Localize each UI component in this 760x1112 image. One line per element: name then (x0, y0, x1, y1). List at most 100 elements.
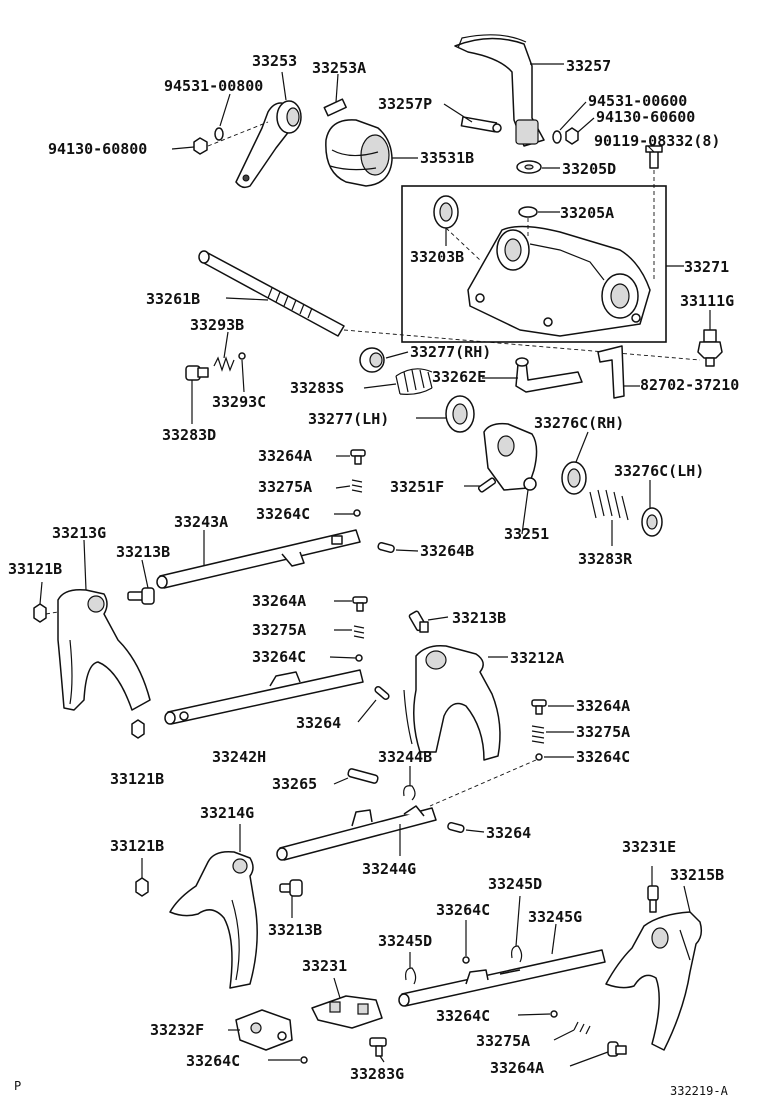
label-33244G: 33244G (362, 860, 416, 878)
label-33275A-4: 33275A (476, 1032, 530, 1050)
label-33213B-1: 33213B (116, 543, 170, 561)
label-33275A-3: 33275A (576, 723, 630, 741)
spring-33275A-1 (351, 479, 363, 493)
pin-33264-2 (447, 821, 465, 834)
label-33264A-4: 33264A (490, 1059, 544, 1077)
pin-33264-1 (374, 686, 390, 700)
plug-33264A-2 (352, 596, 368, 612)
label-33264-2: 33264 (486, 824, 531, 842)
label-33262E: 33262E (432, 368, 486, 386)
label-33245G: 33245G (528, 908, 582, 926)
label-33283S: 33283S (290, 379, 344, 397)
washer-94531-00600 (552, 130, 562, 144)
label-94531-00800: 94531-00800 (164, 77, 263, 95)
leader-lines (39, 63, 711, 1067)
bushing-33277RH (359, 347, 385, 373)
washer-33205D (516, 160, 542, 174)
label-33271: 33271 (684, 258, 729, 276)
spring-33293B (213, 356, 235, 372)
nut-33121B-2 (131, 719, 145, 739)
block-33232F (235, 1009, 293, 1051)
label-33293B: 33293B (190, 316, 244, 334)
boot-33531B (325, 119, 393, 187)
label-33251F: 33251F (390, 478, 444, 496)
ball-33264C-4 (462, 956, 470, 964)
shaft-33242H (164, 669, 364, 725)
label-33243A: 33243A (174, 513, 228, 531)
pin-33264B (377, 541, 395, 554)
label-33264B: 33264B (420, 542, 474, 560)
bushing-33277LH (445, 395, 475, 433)
label-33293C: 33293C (212, 393, 266, 411)
pin-33265 (347, 768, 379, 784)
spring-33275A-4 (573, 1021, 591, 1035)
nut-94130-60800 (193, 137, 208, 155)
clip-33245D-2 (405, 967, 417, 985)
bushing-33205A (518, 206, 538, 218)
fork-33215B (605, 911, 703, 1051)
figure-code: 332219-A (670, 1084, 729, 1098)
label-33277RH: 33277(RH) (410, 343, 491, 361)
label-33276C-LH: 33276C(LH) (614, 462, 704, 480)
label-33253A: 33253A (312, 59, 366, 77)
label-33231: 33231 (302, 957, 347, 975)
plug-33264A-4 (607, 1041, 627, 1057)
label-33257P: 33257P (378, 95, 432, 113)
fork-33213G (57, 588, 151, 711)
fork-33212A (403, 644, 501, 761)
bushing-33276C-LH (641, 507, 663, 537)
plug-33264A-1 (350, 449, 366, 465)
block-33231 (311, 995, 383, 1029)
pin-33251F (477, 477, 497, 493)
label-33283R: 33283R (578, 550, 633, 568)
bolt-33213B-3 (279, 879, 303, 897)
label-33283G: 33283G (350, 1065, 404, 1083)
clip-33244B (403, 785, 416, 801)
shaft-33261B (198, 250, 345, 337)
ball-33264C-5 (550, 1010, 558, 1018)
label-94130-60800: 94130-60800 (48, 140, 147, 158)
plug-33283D (185, 365, 209, 381)
bolt-33213B-2 (408, 610, 429, 633)
label-33213B-3: 33213B (268, 921, 322, 939)
label-33111G: 33111G (680, 292, 734, 310)
ball-33264C-2 (355, 654, 363, 662)
label-94130-60600: 94130-60600 (596, 108, 695, 126)
label-33213B-2: 33213B (452, 609, 506, 627)
bracket-82702-37210 (597, 345, 625, 399)
label-33261B: 33261B (146, 290, 200, 308)
seal-33203B (433, 195, 459, 229)
label-33245D-2: 33245D (378, 932, 432, 950)
label-33265: 33265 (272, 775, 317, 793)
nut-94130-60600 (565, 127, 579, 145)
label-33244B: 33244B (378, 748, 432, 766)
label-33264C-6: 33264C (186, 1052, 240, 1070)
ball-33264C-6 (300, 1056, 308, 1064)
pin-33253A (323, 98, 347, 117)
label-33214G: 33214G (200, 804, 254, 822)
shaft-33244G (276, 805, 437, 861)
label-33264C-3: 33264C (576, 748, 630, 766)
label-33121B-2: 33121B (110, 770, 164, 788)
label-33215B: 33215B (670, 866, 724, 884)
label-33242H: 33242H (212, 748, 266, 766)
shaft-33243A (156, 529, 361, 589)
pin-33283G (369, 1037, 387, 1057)
label-33264-1: 33264 (296, 714, 341, 732)
ball-33293C (238, 352, 246, 360)
label-33245D-1: 33245D (488, 875, 542, 893)
lever-33257 (454, 34, 545, 147)
switch-33111G (697, 329, 723, 367)
label-94531-00600: 94531-00600 (588, 92, 687, 110)
label-33275A-2: 33275A (252, 621, 306, 639)
clip-33245D-1 (511, 945, 523, 963)
fork-33214G (169, 850, 258, 989)
washer-94531-00800 (214, 127, 224, 141)
label-33205A: 33205A (560, 204, 614, 222)
label-33264C-4: 33264C (436, 901, 490, 919)
corner-mark: P (14, 1079, 21, 1093)
spring-33283S (395, 368, 433, 395)
spring-33283R (589, 489, 629, 521)
label-33264C-2: 33264C (252, 648, 306, 666)
label-33212A: 33212A (510, 649, 564, 667)
